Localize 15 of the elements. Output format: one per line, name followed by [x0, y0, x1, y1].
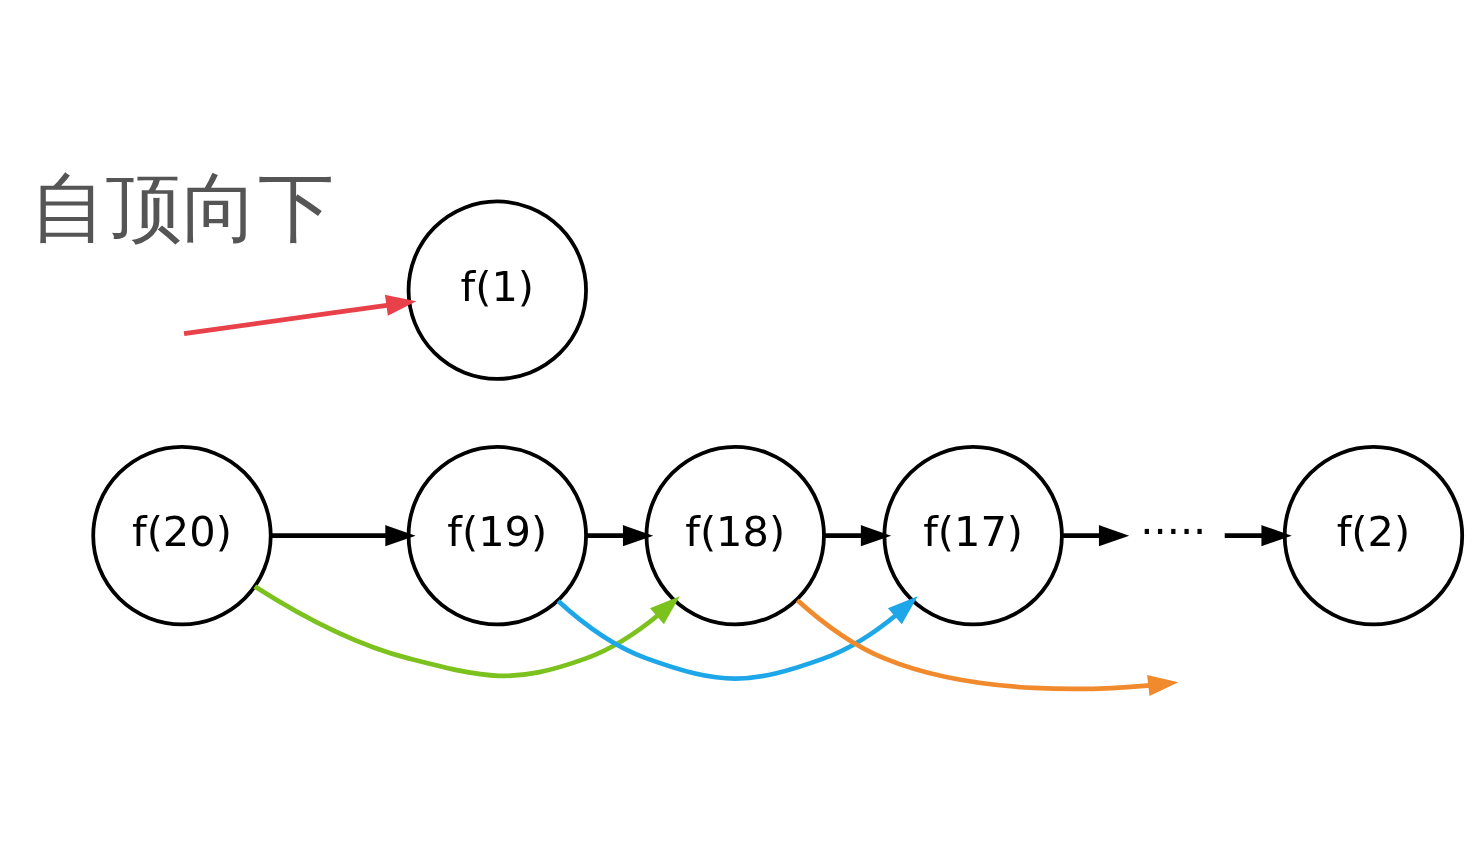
- node-circle: f(1): [406, 199, 588, 381]
- arrow: [556, 596, 918, 681]
- arrow: [1062, 525, 1130, 547]
- arrow: [253, 584, 680, 679]
- node-circle: f(2): [1282, 445, 1465, 627]
- arrow: [795, 598, 1179, 697]
- arrow: [271, 525, 416, 547]
- node-text: ·····: [1140, 507, 1207, 557]
- label: 自顶向下: [29, 163, 334, 252]
- arrow: [1224, 525, 1292, 547]
- arrow: [586, 525, 654, 547]
- node-circle: f(20): [91, 445, 273, 627]
- node-circle: f(19): [406, 445, 588, 627]
- arrow: [824, 525, 892, 547]
- arrow: [183, 294, 417, 336]
